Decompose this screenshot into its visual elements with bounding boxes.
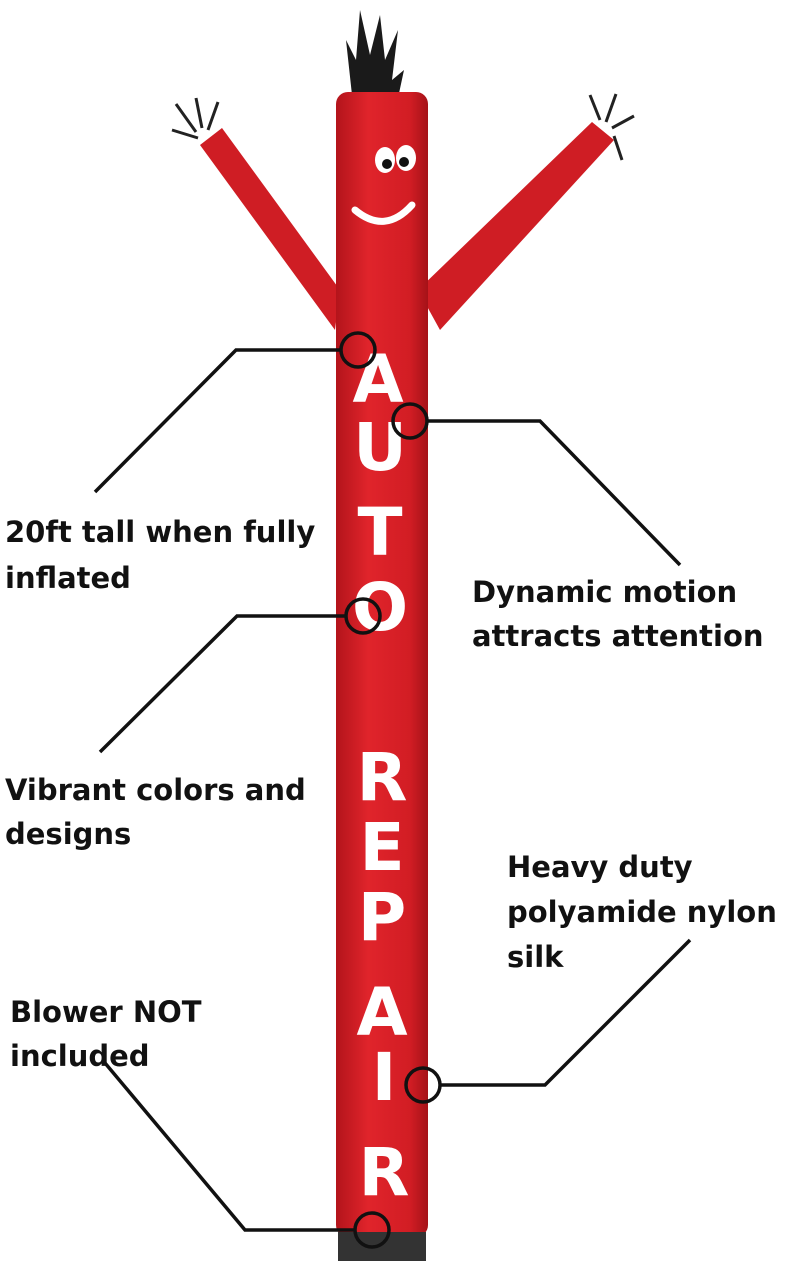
tube-lettering: A U T O R E P A I R <box>352 341 409 1211</box>
tube-letter: P <box>358 879 406 956</box>
tube-letter: T <box>357 494 402 571</box>
tube-letter: U <box>353 409 407 486</box>
tube-letter: I <box>372 1039 397 1116</box>
face <box>351 145 416 225</box>
tube-body <box>336 92 428 1237</box>
blower-base <box>338 1232 426 1261</box>
top-fringe <box>346 10 404 98</box>
right-arm <box>418 93 635 330</box>
tube-letter: R <box>359 1134 410 1211</box>
tube-letter: A <box>352 341 403 418</box>
tube-letter: E <box>359 809 404 886</box>
left-arm <box>171 97 340 330</box>
tube-letter: A <box>356 974 407 1051</box>
tube-letter: R <box>357 739 408 816</box>
